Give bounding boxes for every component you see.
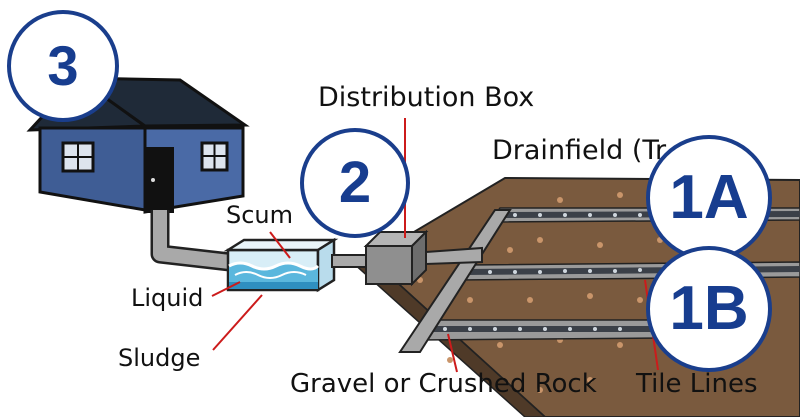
label-drainfield: Drainfield (Tr <box>492 135 667 166</box>
label-gravel: Gravel or Crushed Rock <box>290 369 597 399</box>
tile-line-trench-3 <box>416 319 661 341</box>
badge-house-3: 3 <box>7 10 119 122</box>
badge-box-2: 2 <box>300 128 410 238</box>
pointer-sludge <box>212 294 263 351</box>
label-tile-lines: Tile Lines <box>636 369 758 399</box>
label-distribution-box: Distribution Box <box>318 82 535 113</box>
label-liquid: Liquid <box>131 284 204 312</box>
septic-tank <box>223 237 339 293</box>
badge-lower-trench-1b: 1B <box>646 246 772 372</box>
label-scum: Scum <box>226 201 294 229</box>
pointer-gravel <box>447 333 458 373</box>
pointer-scum <box>269 231 291 259</box>
badge-upper-trench-1a: 1A <box>646 135 772 261</box>
distribution-box-illustration <box>363 229 429 287</box>
label-sludge: Sludge <box>118 344 201 372</box>
pointer-liquid <box>211 281 241 297</box>
box-outlet-pipe <box>425 246 483 266</box>
house-pipe <box>150 210 232 272</box>
header-pipe <box>398 209 512 353</box>
tile-perforations <box>443 213 642 331</box>
